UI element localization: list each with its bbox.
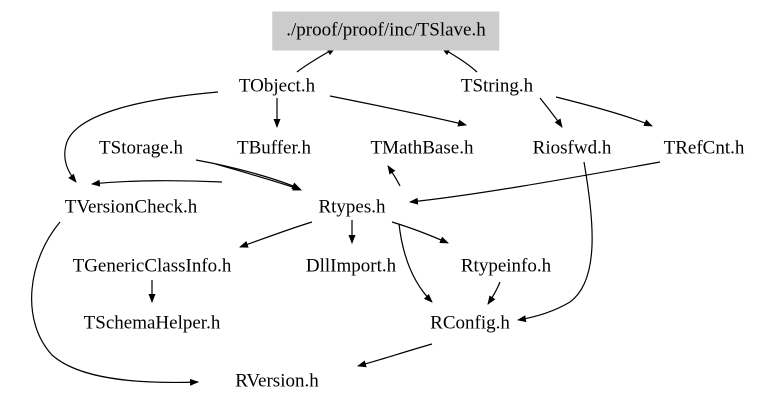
graph-edge-tstring-to-riosfwd <box>539 97 563 128</box>
graph-node-rtypeinfo[interactable]: Rtypeinfo.h <box>460 255 552 277</box>
graph-edge-tstring-to-trefcnt <box>555 96 653 127</box>
graph-node-tgenericclassinfo[interactable]: TGenericClassInfo.h <box>72 255 232 277</box>
graph-node-tschemahelper[interactable]: TSchemaHelper.h <box>83 312 221 334</box>
graph-node-rconfig[interactable]: RConfig.h <box>430 312 510 334</box>
graph-node-riosfwd[interactable]: Riosfwd.h <box>532 137 612 159</box>
graph-node-tmathbase[interactable]: TMathBase.h <box>370 137 474 159</box>
graph-edge-riosfwd-to-rconfig <box>517 161 593 323</box>
graph-node-tstring[interactable]: TString.h <box>460 75 534 97</box>
graph-node-rversion[interactable]: RVersion.h <box>235 370 319 392</box>
graph-edge-rtypes-to-tgenericclassinfo <box>239 221 313 248</box>
graph-node-trefcnt[interactable]: TRefCnt.h <box>663 137 745 159</box>
graph-edge-tstorage-to-rtypes <box>195 159 301 190</box>
graph-edge-tobject-to-tslave <box>296 47 336 73</box>
graph-edge-tobject-to-tmathbase <box>329 95 467 127</box>
graph-node-tslave[interactable]: ./proof/proof/inc/TSlave.h <box>272 11 500 51</box>
graph-edge-tversioncheck-to-rversion <box>31 221 199 386</box>
graph-edge-tstorage-to-tversioncheck <box>91 179 223 187</box>
graph-edge-rtypes-to-rtypeinfo <box>391 221 449 244</box>
graph-node-dllimport[interactable]: DllImport.h <box>305 255 397 277</box>
graph-edge-rconfig-to-rversion <box>357 343 433 368</box>
graph-edge-trefcnt-to-rtypes <box>409 161 661 205</box>
graph-edge-rtypeinfo-to-rconfig <box>487 281 501 305</box>
graph-node-rtypes[interactable]: Rtypes.h <box>318 196 386 218</box>
graph-node-tbuffer[interactable]: TBuffer.h <box>236 137 312 159</box>
graph-node-tstorage[interactable]: TStorage.h <box>99 137 183 159</box>
graph-node-tobject[interactable]: TObject.h <box>238 75 316 97</box>
graph-node-tversioncheck[interactable]: TVersionCheck.h <box>64 196 198 218</box>
graph-edge-tmathbase-to-rtypes <box>387 165 401 187</box>
graph-edge-tbuffer-to-rtypes <box>215 163 302 191</box>
graph-edge-rtypes-to-rconfig <box>398 223 433 303</box>
graph-edge-tstring-to-tslave <box>441 47 478 73</box>
